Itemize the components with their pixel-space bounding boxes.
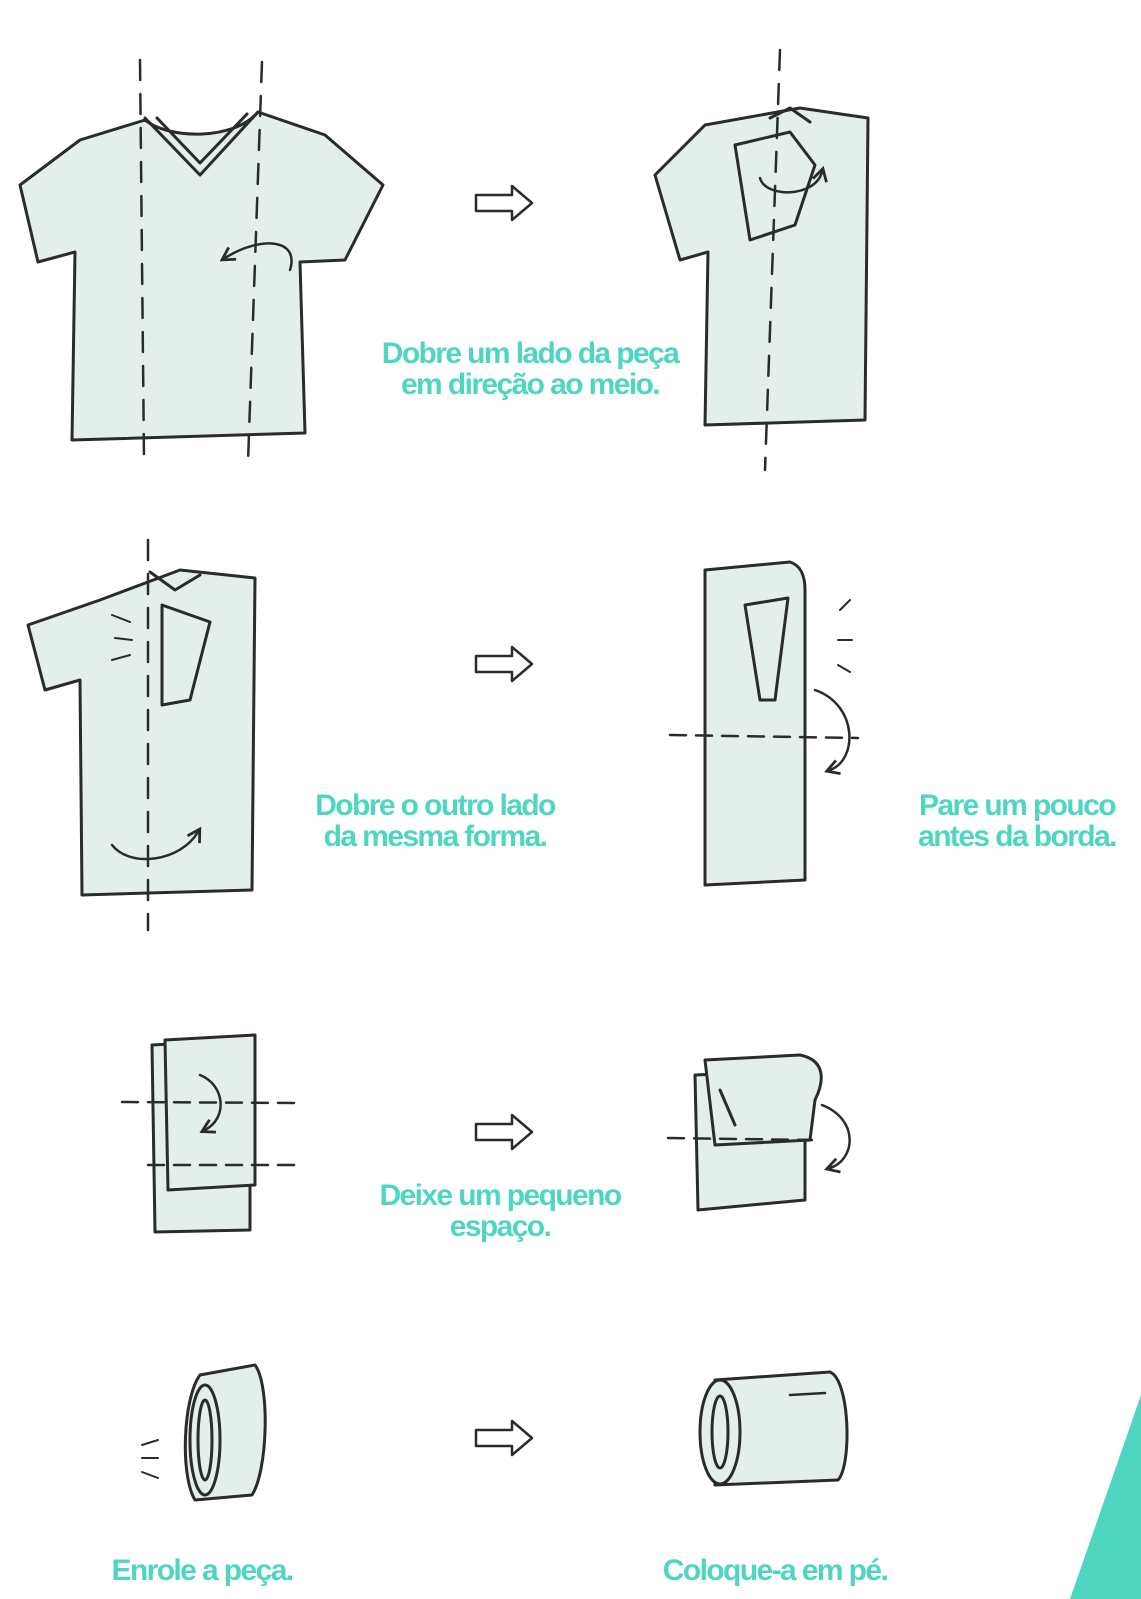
right-arrow-icon bbox=[476, 647, 532, 681]
right-arrow-icon bbox=[476, 1115, 532, 1149]
step3-caption-line1: Pare um pouco bbox=[902, 790, 1132, 821]
accent-corner-shape bbox=[1070, 1395, 1141, 1599]
step6-caption-line1: Coloque-a em pé. bbox=[640, 1555, 910, 1586]
step3-caption-line2: antes da borda. bbox=[902, 821, 1132, 852]
shirt-rolled-figure bbox=[142, 1365, 265, 1500]
step3-caption: Pare um pouco antes da borda. bbox=[902, 790, 1132, 852]
shirt-strip-figure bbox=[670, 562, 858, 885]
right-arrow-icon bbox=[476, 186, 532, 220]
shirt-folded-gap-figure bbox=[122, 1035, 300, 1232]
right-arrow-icon bbox=[476, 1421, 532, 1455]
shirt-standing-figure bbox=[700, 1372, 847, 1485]
shirt-folded-again-figure bbox=[668, 1055, 850, 1210]
step6-caption: Coloque-a em pé. bbox=[640, 1555, 910, 1586]
step1-caption-line1: Dobre um lado da peça bbox=[356, 338, 704, 369]
step4-caption-line2: espaço. bbox=[360, 1211, 640, 1242]
curved-fold-arrow-icon bbox=[815, 690, 849, 770]
step5-caption: Enrole a peça. bbox=[92, 1555, 312, 1586]
step2-caption-line2: da mesma forma. bbox=[300, 821, 570, 852]
curved-fold-arrow-icon bbox=[822, 1105, 850, 1168]
step2-caption-line1: Dobre o outro lado bbox=[300, 790, 570, 821]
step1-caption: Dobre um lado da peça em direção ao meio… bbox=[356, 338, 704, 400]
tshirt-flat-figure bbox=[20, 60, 383, 462]
step5-caption-line1: Enrole a peça. bbox=[92, 1555, 312, 1586]
step1-caption-line2: em direção ao meio. bbox=[356, 369, 704, 400]
tshirt-one-side-folded-figure bbox=[655, 50, 868, 470]
step4-caption-line1: Deixe um pequeno bbox=[360, 1180, 640, 1211]
step2-caption: Dobre o outro lado da mesma forma. bbox=[300, 790, 570, 852]
tshirt-other-side-folded-figure bbox=[28, 540, 255, 930]
step4-caption: Deixe um pequeno espaço. bbox=[360, 1180, 640, 1242]
